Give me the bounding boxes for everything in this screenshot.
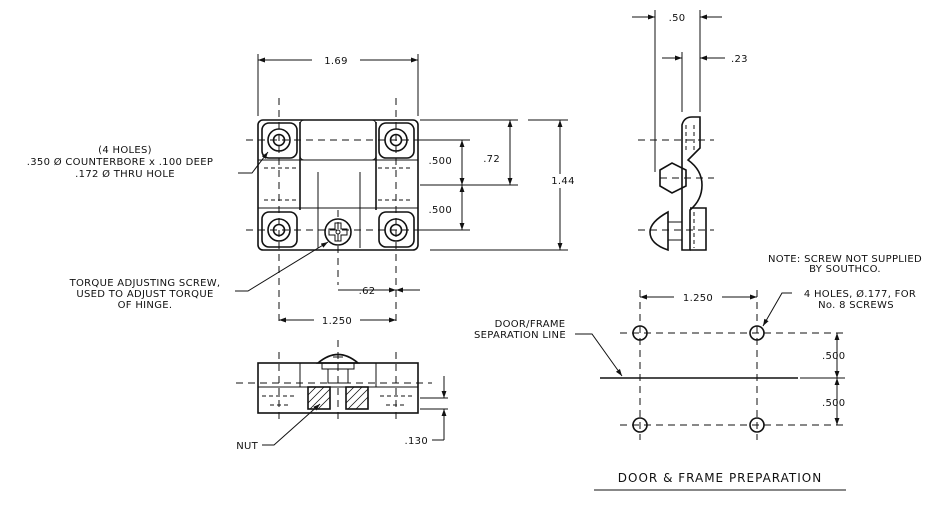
torque-note-line3: OF HINGE. (118, 300, 173, 311)
top-view: 1.69 .500 .500 .72 1.44 .62 1.250 (4 HOL… (27, 52, 578, 327)
holes-note-line1: (4 HOLES) (98, 145, 152, 156)
prep-holes-line2: No. 8 SCREWS (818, 300, 894, 311)
dim-50-label: .50 (669, 13, 686, 24)
separation-label-line2: SEPARATION LINE (474, 330, 566, 341)
dim-pitch-2-label: .500 (429, 205, 452, 216)
door-frame-preparation: 1.250 .500 .500 4 HOLES, Ø.177, FOR No. … (474, 288, 916, 491)
holes-note-line2: .350 Ø COUNTERBORE x .100 DEEP (27, 156, 213, 168)
prep-dim-500-b-label: .500 (822, 398, 845, 409)
dim-height-label: 1.44 (551, 176, 574, 187)
prep-dim-spacing-label: 1.250 (683, 293, 713, 304)
holes-note-line3: .172 Ø THRU HOLE (75, 168, 175, 180)
prep-dim-500-a-label: .500 (822, 351, 845, 362)
note-line1: NOTE: SCREW NOT SUPPLIED (768, 254, 922, 265)
prep-holes-line1: 4 HOLES, Ø.177, FOR (804, 288, 916, 300)
note-line2: BY SOUTHCO. (809, 264, 881, 275)
dim-screw-offset-label: .62 (359, 286, 376, 297)
nut-label: NUT (236, 441, 258, 452)
torque-note-line1: TORQUE ADJUSTING SCREW, (69, 278, 221, 289)
front-view: NUT .130 (236, 340, 448, 452)
dim-23-label: .23 (731, 54, 748, 65)
dim-width-label: 1.69 (324, 56, 347, 67)
prep-title: DOOR & FRAME PREPARATION (618, 471, 822, 485)
side-view: .50 .23 (632, 10, 748, 252)
dim-hole-spacing-label: 1.250 (322, 316, 352, 327)
torque-note-line2: USED TO ADJUST TORQUE (76, 289, 213, 300)
dim-pitch-1-label: .500 (429, 156, 452, 167)
separation-label-line1: DOOR/FRAME (495, 319, 566, 330)
dim-thickness-label: .130 (405, 436, 428, 447)
dim-72-label: .72 (483, 154, 500, 165)
